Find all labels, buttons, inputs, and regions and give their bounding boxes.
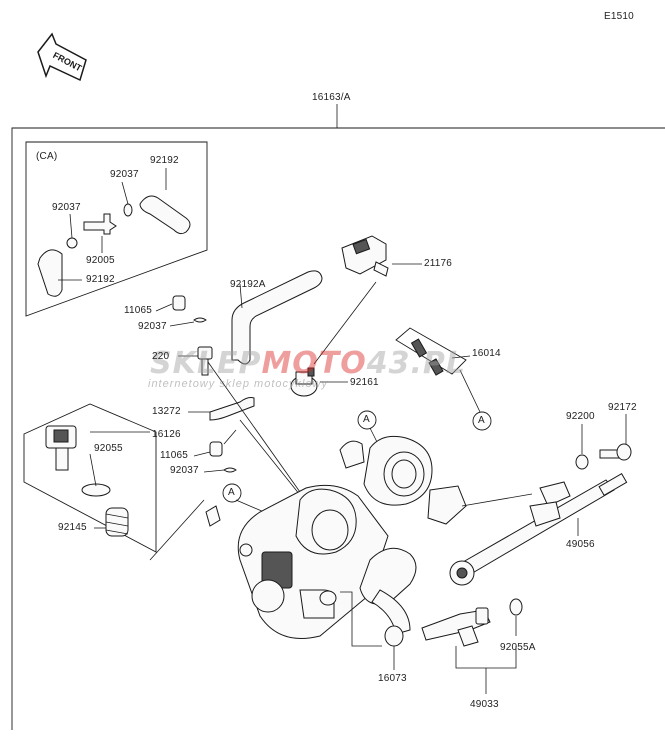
box-16126 bbox=[23, 403, 157, 553]
oring-92055A bbox=[509, 598, 523, 616]
label-16126[interactable]: 16126 bbox=[152, 429, 181, 440]
label-92172[interactable]: 92172 bbox=[608, 402, 637, 413]
injector-49033 bbox=[421, 607, 491, 647]
label-92037-top[interactable]: 92037 bbox=[110, 169, 139, 180]
bracket-13272 bbox=[209, 397, 255, 421]
label-92005[interactable]: 92005 bbox=[86, 255, 115, 266]
bolt-220 bbox=[197, 346, 213, 376]
fuel-rail-49056 bbox=[449, 472, 628, 586]
label-92145[interactable]: 92145 bbox=[58, 522, 87, 533]
hose-92192A bbox=[231, 270, 323, 365]
label-92200[interactable]: 92200 bbox=[566, 411, 595, 422]
label-92055A[interactable]: 92055A bbox=[500, 642, 536, 653]
oring-16073 bbox=[384, 625, 404, 647]
ref-a-top: A bbox=[363, 414, 370, 425]
cap-11065-top bbox=[172, 295, 186, 311]
sensor-16126 bbox=[45, 425, 111, 497]
spring-92145 bbox=[105, 507, 129, 537]
label-16073[interactable]: 16073 bbox=[378, 673, 407, 684]
ca-box bbox=[25, 141, 208, 317]
label-11065-top[interactable]: 11065 bbox=[124, 305, 153, 316]
label-16014[interactable]: 16014 bbox=[472, 348, 501, 359]
label-49056[interactable]: 49056 bbox=[566, 539, 595, 550]
ref-a-right: A bbox=[478, 415, 485, 426]
ref-a-left: A bbox=[228, 487, 235, 498]
label-92192-top[interactable]: 92192 bbox=[150, 155, 179, 166]
label-92161[interactable]: 92161 bbox=[350, 377, 379, 388]
assembly-frame bbox=[11, 127, 665, 730]
label-21176[interactable]: 21176 bbox=[424, 258, 453, 269]
label-92037-left[interactable]: 92037 bbox=[52, 202, 81, 213]
label-13272[interactable]: 13272 bbox=[152, 406, 181, 417]
label-16163A[interactable]: 16163/A bbox=[312, 92, 351, 103]
label-92192-bottom[interactable]: 92192 bbox=[86, 274, 115, 285]
front-arrow-icon: FRONT bbox=[37, 32, 87, 82]
label-92055[interactable]: 92055 bbox=[94, 443, 123, 454]
label-92037-mid[interactable]: 92037 bbox=[138, 321, 167, 332]
screw-92172 bbox=[599, 443, 632, 461]
throttle-body bbox=[205, 435, 467, 639]
label-49033[interactable]: 49033 bbox=[470, 699, 499, 710]
label-220[interactable]: 220 bbox=[152, 351, 170, 362]
diagram-code: E1510 bbox=[604, 11, 634, 22]
label-11065-low[interactable]: 11065 bbox=[160, 450, 189, 461]
label-92192A[interactable]: 92192A bbox=[230, 279, 266, 290]
sensor-21176 bbox=[341, 235, 389, 277]
label-92037-low[interactable]: 92037 bbox=[170, 465, 199, 476]
valve-92161 bbox=[290, 367, 318, 397]
screws-16014 bbox=[410, 338, 444, 376]
label-ca: (CA) bbox=[36, 151, 58, 162]
washer-92200 bbox=[575, 454, 589, 470]
